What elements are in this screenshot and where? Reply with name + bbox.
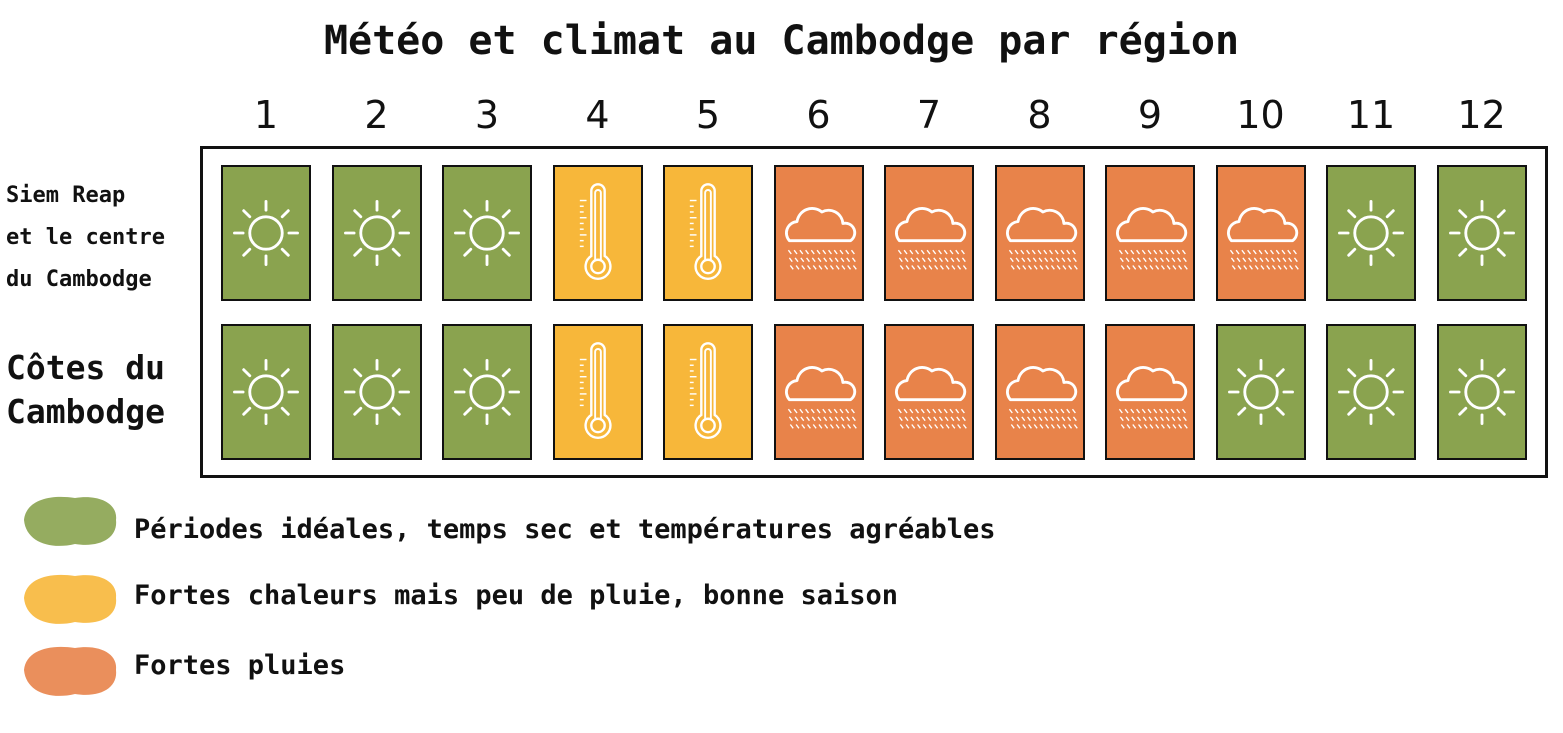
month-4: 4 — [585, 93, 610, 137]
month-2: 2 — [364, 93, 389, 137]
sun-icon — [1338, 200, 1404, 266]
month-cell — [884, 324, 974, 460]
sun-icon — [454, 200, 520, 266]
month-cell — [442, 165, 532, 301]
month-cell — [1436, 324, 1527, 460]
region-label-line: du Cambodge — [6, 267, 152, 292]
month-5: 5 — [695, 93, 721, 137]
rain-cloud-icon — [784, 207, 857, 270]
month-cell — [331, 324, 422, 460]
month-10: 10 — [1236, 93, 1285, 137]
region-label-line: Côtes du — [6, 348, 165, 387]
month-cell — [442, 324, 532, 460]
month-9: 9 — [1137, 93, 1163, 137]
rain-cloud-icon — [784, 366, 857, 429]
legend-text-hot: Fortes chaleurs mais peu de pluie, bonne… — [134, 580, 899, 611]
thermometer-icon — [579, 342, 612, 440]
sun-icon — [343, 359, 410, 425]
month-cell — [773, 324, 864, 460]
rain-cloud-icon — [895, 207, 967, 270]
sun-icon — [233, 200, 299, 266]
month-cell — [663, 165, 753, 301]
month-cell — [1215, 324, 1306, 460]
month-cell — [1105, 165, 1195, 301]
legend-text-ideal: Périodes idéales, temps sec et températu… — [134, 514, 996, 545]
month-cell — [1436, 165, 1527, 301]
rain-cloud-icon — [1116, 366, 1188, 429]
region-label-cotes: Côtes du Cambodge — [6, 346, 165, 434]
rain-cloud-icon — [1226, 207, 1299, 270]
rain-cloud-swatch-shape — [24, 646, 117, 696]
month-cell — [221, 324, 311, 460]
region-label-line: et le centre — [6, 225, 165, 250]
month-cell — [994, 324, 1085, 460]
month-8: 8 — [1027, 93, 1052, 137]
month-cell — [552, 165, 643, 301]
month-3: 3 — [474, 93, 500, 137]
rain-cloud-icon — [1116, 207, 1188, 270]
month-6: 6 — [806, 93, 831, 137]
legend-swatch-hot — [20, 568, 120, 628]
page-title: Météo et climat au Cambodge par région — [323, 18, 1240, 64]
month-cell — [1326, 324, 1416, 460]
month-cell — [552, 324, 643, 460]
legend-swatch-ideal — [20, 490, 120, 550]
month-11: 11 — [1346, 93, 1396, 137]
month-cell — [773, 165, 864, 301]
calendar-frame — [200, 146, 1548, 478]
sun-icon — [454, 359, 520, 425]
month-cell — [663, 324, 753, 460]
month-cell — [1105, 324, 1195, 460]
sun-icon — [1338, 359, 1404, 425]
thermometer-icon — [579, 183, 612, 281]
sun-icon — [1448, 359, 1515, 425]
month-1: 1 — [253, 93, 279, 137]
thermometer-swatch-shape — [24, 574, 117, 624]
rain-cloud-icon — [1005, 366, 1078, 429]
rain-cloud-icon — [1005, 207, 1078, 270]
region-label-line: Cambodge — [6, 392, 165, 431]
month-7: 7 — [916, 93, 942, 137]
sun-swatch-shape — [24, 496, 117, 546]
sun-icon — [1227, 359, 1294, 425]
region-label-line: Siem Reap — [6, 183, 126, 208]
month-cell — [221, 165, 311, 301]
legend-text-rain: Fortes pluies — [134, 650, 346, 681]
sun-icon — [1448, 200, 1515, 266]
month-cell — [994, 165, 1085, 301]
sun-icon — [233, 359, 299, 425]
month-cell — [884, 165, 974, 301]
region-label-siem-reap: Siem Reap et le centre du Cambodge — [6, 175, 165, 301]
sun-icon — [343, 200, 410, 266]
thermometer-icon — [689, 183, 722, 281]
thermometer-icon — [689, 342, 722, 440]
month-cell — [331, 165, 422, 301]
rain-cloud-icon — [895, 366, 967, 429]
month-cell — [1326, 165, 1416, 301]
legend-swatch-rain — [20, 640, 120, 700]
month-12: 12 — [1457, 93, 1506, 137]
month-cell — [1215, 165, 1306, 301]
